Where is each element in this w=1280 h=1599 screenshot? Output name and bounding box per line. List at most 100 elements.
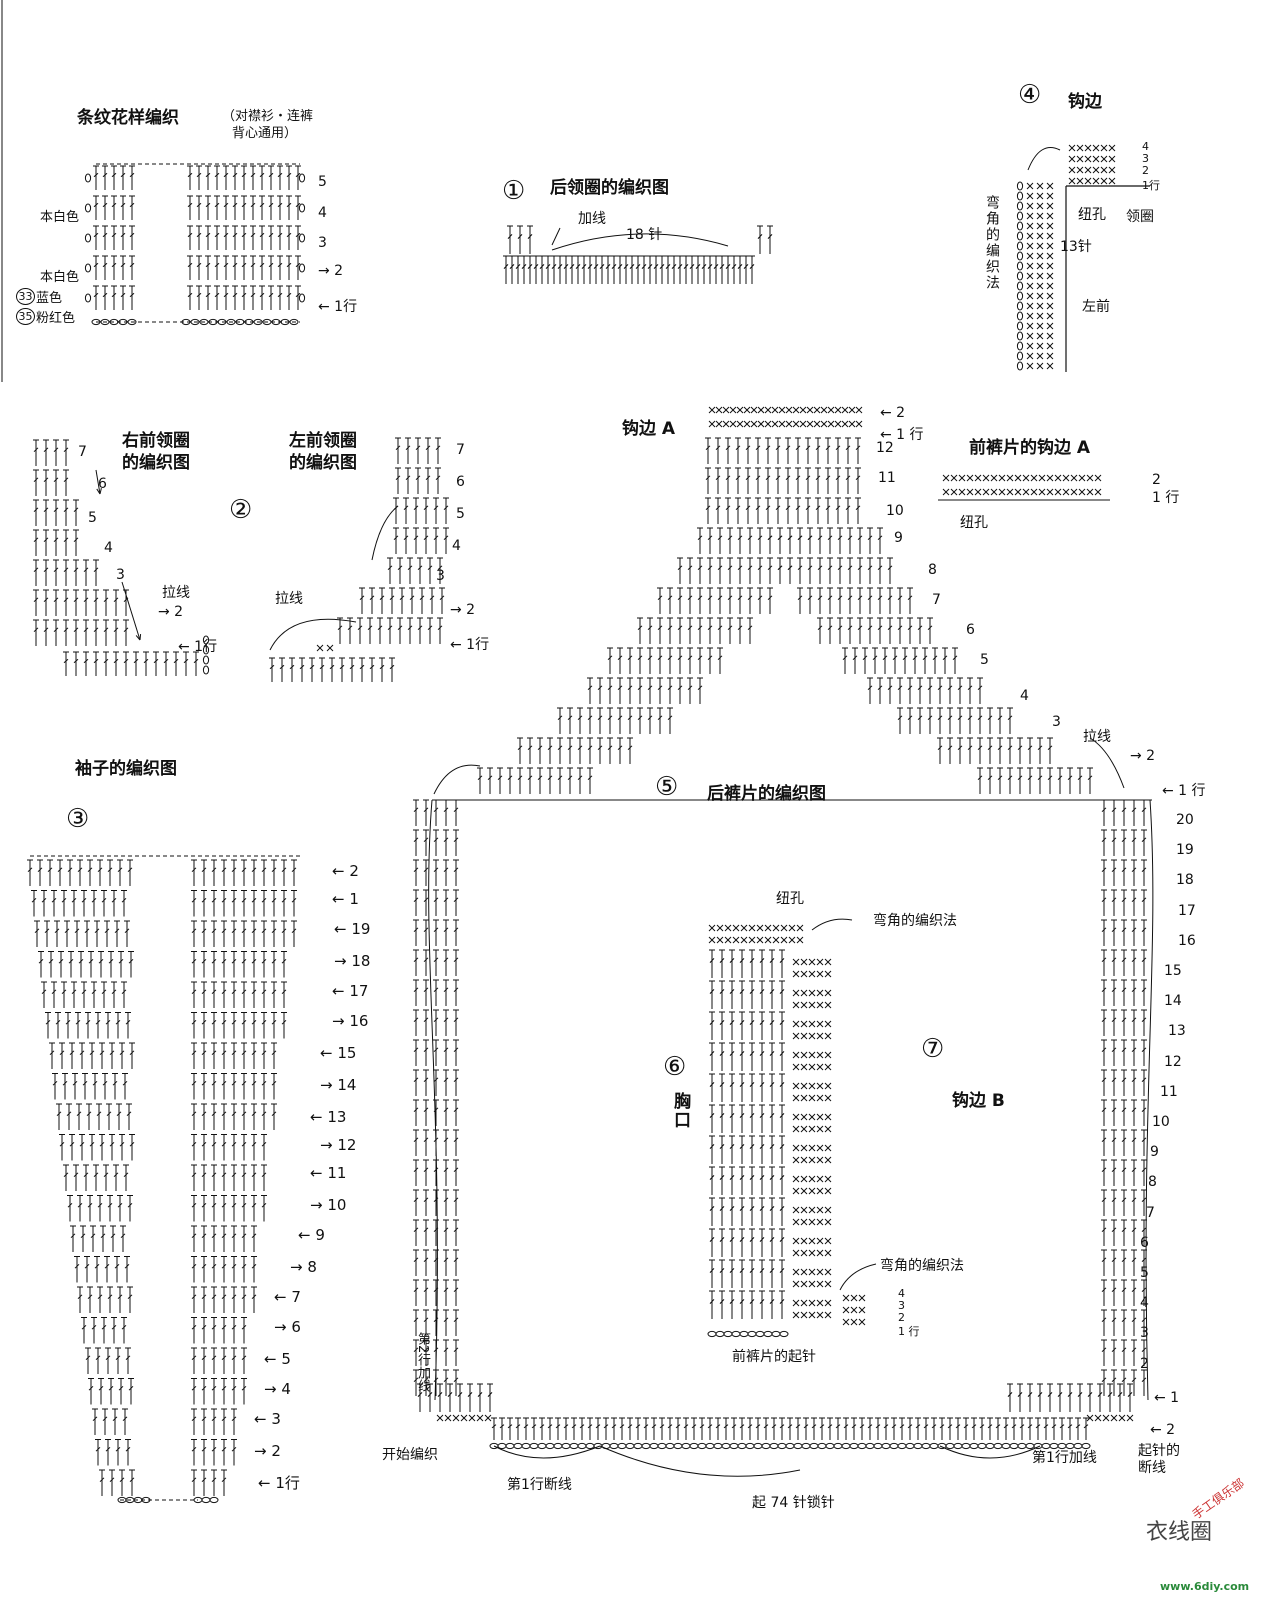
dc-slash — [33, 567, 39, 573]
dc-slash — [443, 807, 449, 813]
dc-slash — [797, 595, 803, 601]
dc-slash — [845, 475, 851, 481]
dc-slash — [1035, 1424, 1041, 1429]
dc-slash — [93, 172, 99, 178]
row-number: 18 — [1176, 872, 1194, 889]
sc-stitch — [468, 1414, 476, 1422]
dc-slash — [749, 1206, 755, 1211]
row-number: 3 — [436, 568, 445, 584]
chain-stitch — [779, 1330, 789, 1338]
dc-slash — [1011, 1424, 1017, 1429]
dc-slash — [413, 1227, 419, 1233]
sc-stitch — [792, 1032, 800, 1040]
sc-stitch — [792, 989, 800, 997]
sc-stitch — [1026, 312, 1034, 320]
sc-stitch — [757, 406, 765, 414]
dc-slash — [337, 625, 343, 631]
dc-slash — [827, 535, 833, 541]
chain-stitch — [747, 1330, 757, 1338]
dc-slash — [979, 1424, 985, 1429]
dc-slash — [857, 595, 863, 601]
dc-slash — [114, 928, 120, 934]
dc-slash — [697, 595, 703, 601]
sc-stitch — [780, 924, 788, 932]
sc-stitch — [1026, 252, 1034, 260]
left-front-neck-title-1: 左前领圈 — [289, 431, 357, 451]
dc-slash — [232, 262, 238, 268]
sc-stitch — [792, 1051, 800, 1059]
dc-slash — [725, 445, 731, 451]
dc-slash — [757, 234, 763, 239]
dc-slash — [1141, 1287, 1147, 1293]
chain-stitch — [913, 1442, 923, 1450]
dc-slash — [737, 595, 743, 601]
dc-slash — [477, 1392, 483, 1397]
dc-slash — [987, 745, 993, 751]
sc-stitch — [858, 1318, 866, 1326]
sc-stitch — [792, 406, 800, 414]
dc-slash — [117, 1202, 123, 1208]
dc-slash — [38, 958, 44, 964]
dc-slash — [232, 232, 238, 238]
sc-stitch — [816, 1156, 824, 1164]
dc-slash — [709, 1175, 715, 1180]
dc-slash — [221, 989, 227, 995]
row-number: 7 — [78, 444, 87, 460]
dc-slash — [687, 625, 693, 631]
dc-slash — [952, 655, 958, 661]
dc-slash — [125, 1355, 131, 1361]
dc-slash — [779, 1206, 785, 1211]
dc-slash — [413, 987, 419, 993]
dc-slash — [815, 475, 821, 481]
dc-slash — [769, 1175, 775, 1180]
sc-stitch — [848, 406, 856, 414]
watermark-brand: 衣线圈 — [1146, 1520, 1213, 1545]
dc-slash — [211, 1172, 217, 1178]
dc-slash — [413, 1167, 419, 1173]
row-number: 3 — [1052, 714, 1061, 730]
dc-slash — [1111, 927, 1117, 933]
dc-slash — [922, 655, 928, 661]
row-number: 8 — [1148, 1174, 1157, 1191]
dc-slash — [777, 535, 783, 541]
dc-slash — [539, 264, 545, 269]
dc-slash — [779, 1051, 785, 1056]
dc-slash — [43, 477, 49, 483]
dc-slash — [423, 505, 429, 511]
sc-stitch — [1046, 252, 1054, 260]
dc-slash — [425, 475, 431, 481]
edging-row-2: 2 — [1142, 164, 1149, 177]
dc-slash — [719, 1299, 725, 1304]
dc-slash — [261, 1202, 267, 1208]
dc-slash — [251, 867, 257, 873]
sc-stitch — [834, 420, 842, 428]
dc-slash — [667, 625, 673, 631]
chain-stitch-vertical — [84, 293, 92, 303]
dc-slash — [757, 595, 763, 601]
dc-slash — [1067, 1424, 1073, 1429]
dc-slash — [121, 989, 127, 995]
sc-stitch — [1046, 202, 1054, 210]
dc-slash — [667, 715, 673, 721]
dc-slash — [250, 292, 256, 298]
dc-slash — [653, 264, 659, 269]
dc-slash — [119, 1141, 125, 1147]
marker-2: ② — [229, 495, 253, 525]
sc-stitch — [1046, 282, 1054, 290]
dc-slash — [739, 1144, 745, 1149]
sc-stitch — [799, 420, 807, 428]
dc-slash — [857, 565, 863, 571]
dc-slash — [92, 1080, 98, 1086]
sc-stitch — [855, 420, 863, 428]
sc-stitch — [1092, 177, 1100, 185]
dc-slash — [413, 1107, 419, 1113]
dc-slash — [53, 537, 59, 543]
sc-stitch — [1026, 272, 1034, 280]
dc-slash — [817, 565, 823, 571]
dc-slash — [187, 292, 193, 298]
dc-slash — [191, 928, 197, 934]
sc-stitch — [855, 406, 863, 414]
dc-slash — [231, 1385, 237, 1391]
dc-slash — [425, 445, 431, 451]
dc-slash — [231, 1050, 237, 1056]
